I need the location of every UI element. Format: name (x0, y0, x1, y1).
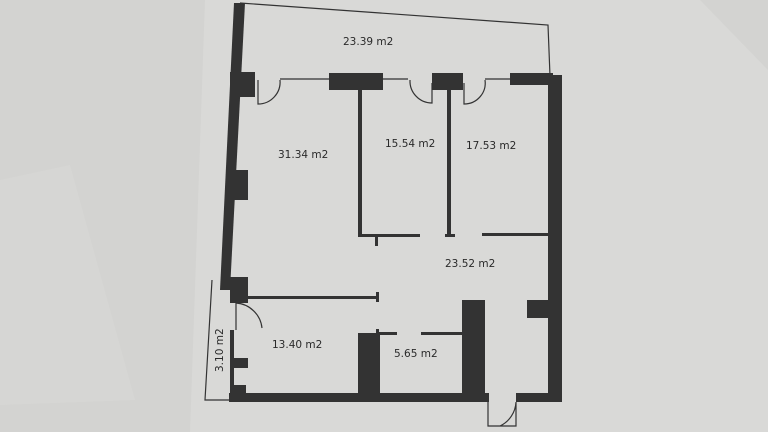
door-swing (257, 79, 281, 105)
room-area-hall: 23.52 m2 (445, 258, 495, 270)
wall (376, 329, 379, 337)
balcony-outline (239, 2, 551, 77)
wall-block (230, 72, 255, 97)
wall-right (548, 75, 562, 402)
column (233, 170, 248, 200)
wall (358, 83, 362, 237)
room-area-bedroom-1: 15.54 m2 (385, 138, 435, 150)
wall (375, 237, 378, 246)
wall (248, 296, 378, 299)
door-swing (409, 79, 433, 104)
wall-block (527, 300, 562, 318)
wall (230, 385, 246, 395)
room-area-living: 31.34 m2 (278, 149, 328, 161)
wall (376, 292, 379, 302)
wall (445, 234, 455, 237)
wall (421, 332, 462, 335)
wall (482, 233, 550, 236)
wall-block (462, 300, 485, 400)
wall (378, 332, 397, 335)
room-area-bathroom: 5.65 m2 (394, 348, 438, 360)
wall-block (329, 73, 383, 90)
room-area-kitchen: 13.40 m2 (272, 339, 322, 351)
door-swing (235, 302, 263, 330)
wall-block (432, 73, 463, 90)
wall (358, 234, 420, 237)
wall (447, 90, 451, 237)
wall (230, 358, 248, 368)
wall-block (230, 277, 248, 303)
wall-bottom (229, 393, 489, 402)
side-balcony-outline (204, 279, 232, 401)
wall-bottom (516, 393, 562, 402)
entrance-door (487, 401, 517, 427)
room-area-side-balcony: 3.10 m2 (214, 328, 226, 372)
wall-block (510, 73, 553, 85)
wall-block (358, 333, 380, 400)
room-area-balcony: 23.39 m2 (343, 36, 393, 48)
door-swing (463, 79, 486, 105)
room-area-bedroom-2: 17.53 m2 (466, 140, 516, 152)
